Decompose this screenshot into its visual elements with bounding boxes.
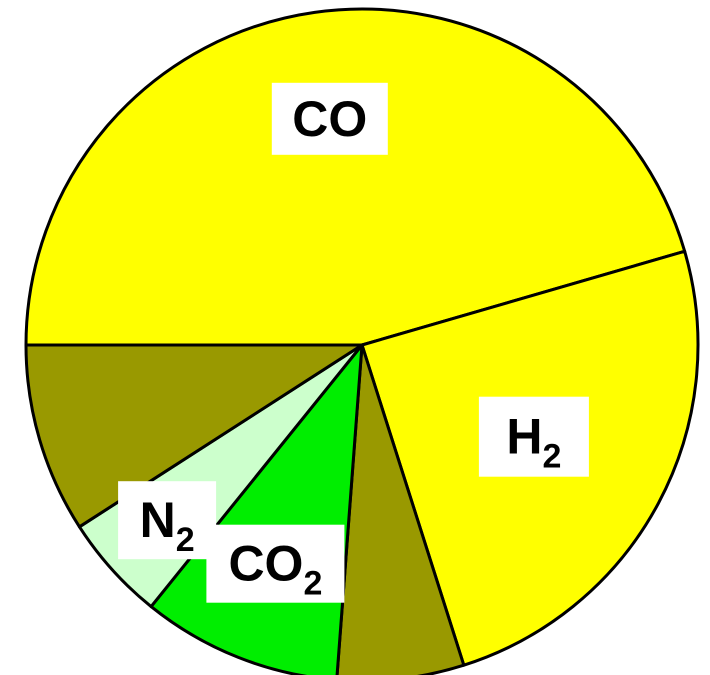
slice-label-subscript: 2: [176, 521, 195, 559]
slice-label-main: CO: [292, 91, 367, 147]
slice-label-text: CO2: [228, 536, 322, 603]
slice-label-box: [478, 396, 589, 477]
slice-label-main: N: [140, 492, 176, 548]
slice-label-box: [271, 82, 388, 155]
slice-label-main: H: [506, 409, 542, 465]
slice-label-co: CO: [271, 82, 388, 155]
pie-slice-unlabeled-2: [335, 343, 466, 675]
slice-label-subscript: 2: [303, 565, 322, 603]
slice-label-text: H2: [506, 409, 561, 476]
slice-label-main: CO: [228, 536, 303, 592]
pie-slice-unlabeled-5: [24, 343, 364, 529]
slice-label-co2: CO2: [206, 524, 345, 603]
slice-label-n2: N2: [118, 481, 217, 560]
slice-label-subscript: 2: [542, 438, 561, 476]
slice-label-box: [206, 524, 345, 603]
slice-label-text: N2: [140, 492, 195, 559]
slice-label-h2: H2: [478, 396, 589, 477]
slice-label-box: [118, 481, 217, 560]
slice-label-text: CO: [292, 91, 367, 147]
pie-slice-co: [24, 7, 687, 347]
